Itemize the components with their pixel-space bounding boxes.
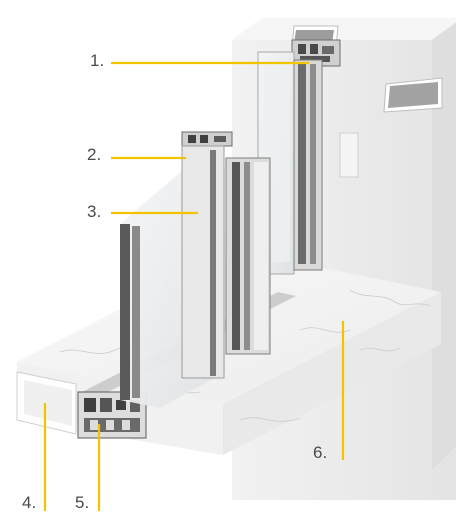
wall-top-face	[232, 18, 456, 40]
sash-stile	[181, 145, 225, 379]
callout-label-1: 1.	[90, 51, 105, 70]
floor-right-face	[223, 292, 441, 455]
callout-label-6: 6.	[313, 443, 328, 462]
leader-lines	[43, 61, 345, 511]
rear-sliding-sash	[257, 51, 323, 275]
wall-right-face	[432, 22, 456, 470]
wall-handle	[339, 132, 359, 178]
front-sliding-sash	[120, 131, 271, 408]
callout-label-4: 4.	[22, 493, 37, 512]
callout-label-5: 5.	[75, 493, 90, 512]
wall-cavity-right	[383, 77, 443, 113]
callout-label-2: 2.	[87, 145, 102, 164]
callout-label-3: 3.	[87, 202, 102, 221]
